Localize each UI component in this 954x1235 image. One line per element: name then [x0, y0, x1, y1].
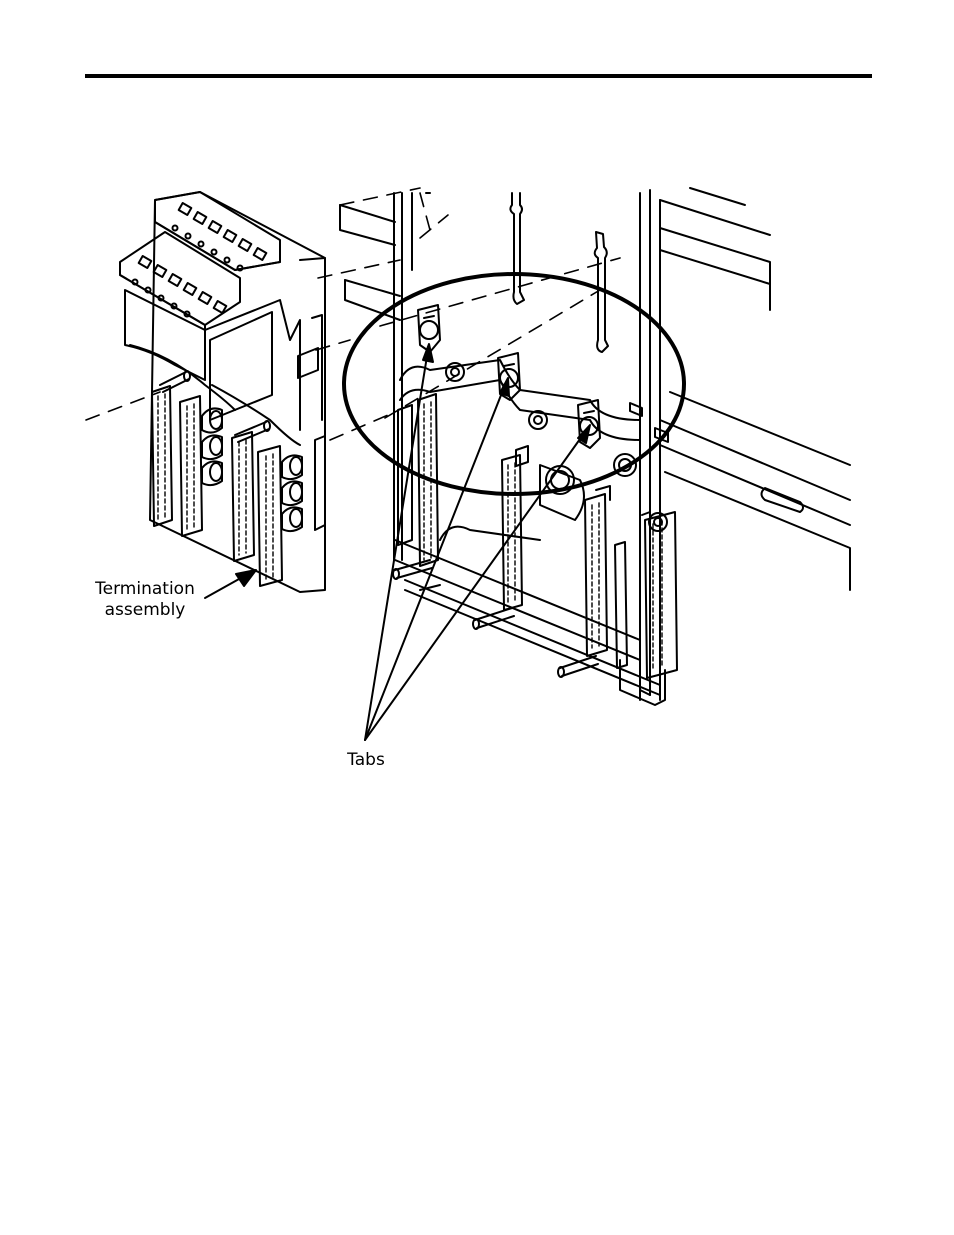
termination-assembly-label: Termination assembly — [80, 579, 210, 621]
termination-label-line2: assembly — [80, 600, 210, 621]
termination-assembly — [120, 192, 325, 592]
tabs-label: Tabs — [336, 750, 396, 771]
termination-label-line1: Termination — [80, 579, 210, 600]
panel-connector-3 — [585, 486, 627, 668]
termination-arrow — [205, 570, 256, 598]
